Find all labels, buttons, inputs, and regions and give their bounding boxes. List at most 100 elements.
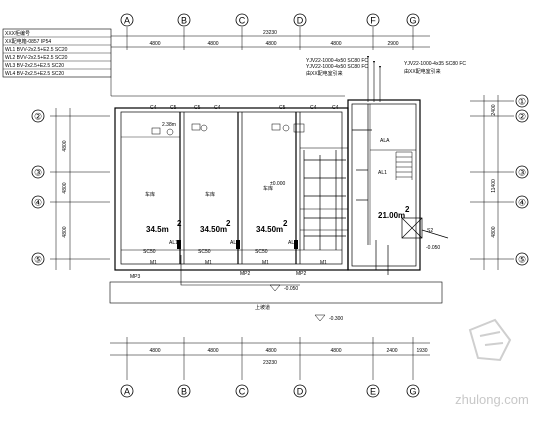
axis-bubble-top-a: A bbox=[120, 13, 134, 27]
grid-axes-bottom: A B C D E G bbox=[120, 384, 420, 398]
wiring-runs bbox=[303, 104, 389, 275]
legend-line: WL4 BV-2x2.5+E2.5 SC20 bbox=[5, 71, 64, 77]
top-total-dimension: 23230 bbox=[263, 30, 277, 36]
mp-label: MP2 bbox=[240, 271, 251, 277]
axis-label: E bbox=[370, 387, 376, 397]
axis-bubble-bottom-e: E bbox=[366, 384, 380, 398]
mp-label: MP2 bbox=[296, 271, 307, 277]
door-label: M1 bbox=[320, 260, 327, 266]
panel-marker bbox=[177, 240, 181, 249]
panel-marker bbox=[236, 240, 240, 249]
room-area: 21.00m bbox=[378, 211, 405, 220]
panel-ala-label: ALA bbox=[380, 138, 390, 144]
left-dimension: 4800 bbox=[62, 226, 68, 237]
panel-label: AL1 bbox=[230, 240, 239, 246]
axis-bubble-bottom-c: C bbox=[235, 384, 249, 398]
panel-label: AL1 bbox=[378, 170, 387, 176]
axis-bubble-bottom-g: G bbox=[406, 384, 420, 398]
bottom-span-dimension: 2400 bbox=[386, 348, 397, 354]
feeder-source-note: 由XX配电室引来 bbox=[306, 70, 343, 77]
column-tag: C4 bbox=[310, 105, 317, 111]
axis-label: D bbox=[297, 16, 304, 26]
room-name: 车库 bbox=[205, 191, 215, 198]
legend-line: WL2 BVV-2x2.5+E2.5 SC20 bbox=[5, 55, 68, 61]
top-devices bbox=[151, 123, 305, 136]
grid-axes-right: ① ② ③ ④ ⑤ 2400 11400 4800 bbox=[470, 94, 529, 270]
bottom-span-dimension: 4800 bbox=[207, 348, 218, 354]
axis-label: C bbox=[239, 16, 246, 26]
legend-line: WL1 BVV-2x2.5+E2.5 SC20 bbox=[5, 47, 68, 53]
top-span-dimension: 2900 bbox=[387, 41, 398, 47]
panel-label: AL1 bbox=[288, 240, 297, 246]
axis-bubble-right-1: ① bbox=[515, 94, 529, 108]
axis-label: ⑤ bbox=[34, 255, 42, 265]
bottom-dimension-lines bbox=[110, 337, 430, 380]
axis-bubble-top-d: D bbox=[293, 13, 307, 27]
room-elevation: ±0.000 bbox=[270, 181, 285, 187]
axis-bubble-left-2: ② bbox=[31, 109, 45, 123]
grid-axes-top: A B C D F G bbox=[120, 13, 420, 27]
room-area: 34.50m bbox=[200, 225, 227, 234]
left-dimension: 4800 bbox=[62, 182, 68, 193]
room-area-sup: 2 bbox=[405, 205, 410, 214]
axis-label: A bbox=[124, 16, 130, 26]
panel-labels: AL1 AL1 AL1 SC50 SC50 SC50 M1 M1 M1 M1 M… bbox=[130, 240, 327, 286]
ramp-label: 上坡道 bbox=[255, 304, 270, 311]
column-tag: C4 bbox=[332, 105, 339, 111]
elevation-label: -0.050 bbox=[426, 245, 440, 251]
column-tag: C5 bbox=[279, 105, 286, 111]
elevation-label: -0.050 bbox=[284, 286, 298, 292]
axis-label: ② bbox=[34, 112, 42, 122]
grid-axes-left: ② ③ ④ ⑤ 4800 4800 4800 bbox=[31, 108, 110, 270]
fan-symbol: S2 bbox=[401, 217, 449, 239]
door-label: M1 bbox=[150, 260, 157, 266]
watermark: zhulong.com bbox=[455, 318, 529, 407]
axis-label: G bbox=[409, 16, 416, 26]
room-name: 车库 bbox=[145, 191, 155, 198]
axis-label: A bbox=[124, 387, 130, 397]
conduit-label: SC50 bbox=[255, 249, 268, 255]
legend-line: XXX柜编号 bbox=[5, 30, 30, 37]
axis-label: G bbox=[409, 387, 416, 397]
conduit-label: SC50 bbox=[198, 249, 211, 255]
feeder-cable-label: YJV22-1000-4x35 SC80 FC bbox=[404, 61, 466, 67]
axis-bubble-left-4: ④ bbox=[31, 195, 45, 209]
room-labels: 车库 车库 车库 ±0.000 34.5m 2 34.50m 2 34.50m … bbox=[145, 122, 410, 234]
watermark-logo-icon bbox=[468, 318, 512, 362]
room-area-sup: 2 bbox=[283, 219, 288, 228]
axis-label: D bbox=[297, 387, 304, 397]
top-dimension-lines bbox=[110, 27, 430, 50]
axis-bubble-right-2: ② bbox=[515, 109, 529, 123]
stair-hatching bbox=[395, 151, 413, 180]
axis-label: F bbox=[370, 16, 376, 26]
right-dimension: 11400 bbox=[491, 179, 497, 193]
left-dimension: 4800 bbox=[62, 140, 68, 151]
room-area: 34.50m bbox=[256, 225, 283, 234]
ramp-and-elevations: 上坡道 -0.050 -0.300 -0.050 bbox=[255, 245, 440, 322]
axis-label: ⑤ bbox=[518, 255, 526, 265]
panel-label: AL1 bbox=[169, 240, 178, 246]
top-span-dimension: 4800 bbox=[149, 41, 160, 47]
axis-label: ③ bbox=[518, 168, 526, 178]
axis-label: B bbox=[181, 16, 187, 26]
elevation-label: -0.300 bbox=[329, 316, 343, 322]
panel-marker bbox=[294, 240, 298, 249]
right-dimension: 4800 bbox=[491, 226, 497, 237]
conduit-label: SC50 bbox=[143, 249, 156, 255]
column-tag: C5 bbox=[170, 105, 177, 111]
axis-label: C bbox=[239, 387, 246, 397]
room-area-sup: 2 bbox=[177, 219, 182, 228]
axis-label: B bbox=[181, 387, 187, 397]
axis-bubble-left-5: ⑤ bbox=[31, 252, 45, 266]
axis-bubble-top-c: C bbox=[235, 13, 249, 27]
column-tag: C4 bbox=[150, 105, 157, 111]
bottom-span-dimension: 4800 bbox=[330, 348, 341, 354]
bottom-span-dimension: 4800 bbox=[149, 348, 160, 354]
axis-bubble-bottom-b: B bbox=[177, 384, 191, 398]
axis-label: ④ bbox=[34, 198, 42, 208]
room-area-sup: 2 bbox=[226, 219, 231, 228]
feeder-annotations: YJV22-1000-4x50 SC80 FC YJV22-1000-4x50 … bbox=[306, 55, 466, 102]
axis-bubble-top-g: G bbox=[406, 13, 420, 27]
